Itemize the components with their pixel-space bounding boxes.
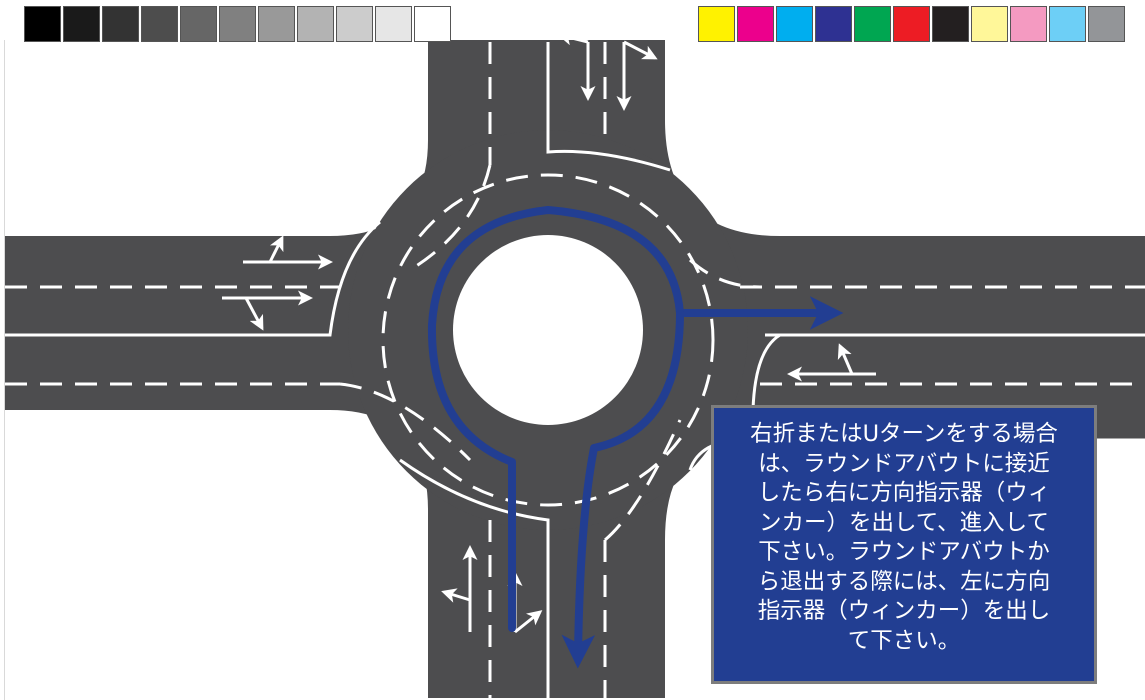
gray-swatch bbox=[414, 6, 451, 42]
info-line: 右折またはUターンをする場合 bbox=[750, 421, 1058, 447]
central-island bbox=[453, 235, 643, 425]
info-line: したら右に方向指示器（ウィ bbox=[757, 480, 1051, 506]
lane-arrow-icon bbox=[557, 30, 596, 101]
lane-dashes bbox=[5, 42, 1145, 698]
color-swatch bbox=[815, 6, 852, 42]
color-swatch-bar bbox=[698, 6, 1127, 42]
gray-swatch bbox=[258, 6, 295, 42]
color-swatch bbox=[854, 6, 891, 42]
color-swatch bbox=[1049, 6, 1086, 42]
color-swatch bbox=[737, 6, 774, 42]
gray-swatch bbox=[24, 6, 61, 42]
info-line: 指示器（ウィンカー）を出し bbox=[757, 598, 1051, 624]
lane-arrow-icon bbox=[243, 235, 333, 270]
info-line: 下さい。ラウンドアバウトか bbox=[758, 539, 1050, 565]
color-swatch bbox=[698, 6, 735, 42]
color-swatch bbox=[971, 6, 1008, 42]
route-arrows bbox=[427, 206, 844, 669]
lane-arrow-icon bbox=[787, 343, 876, 382]
route-arrow-icon bbox=[561, 309, 684, 669]
lane-arrows bbox=[222, 30, 876, 634]
color-swatch bbox=[776, 6, 813, 42]
color-swatch bbox=[893, 6, 930, 42]
color-swatch bbox=[932, 6, 969, 42]
gray-swatch bbox=[336, 6, 373, 42]
info-line: て下さい。 bbox=[847, 627, 961, 654]
gray-swatch bbox=[180, 6, 217, 42]
color-swatch bbox=[1010, 6, 1047, 42]
gray-swatch bbox=[141, 6, 178, 42]
gray-swatch bbox=[219, 6, 256, 42]
gray-swatch bbox=[297, 6, 334, 42]
info-line: ンカー）を出して、進入して bbox=[758, 509, 1050, 536]
canvas-left-edge bbox=[4, 40, 5, 700]
info-box: 右折またはUターンをする場合 は、ラウンドアバウトに接近 したら右に方向指示器（… bbox=[711, 405, 1097, 684]
lane-arrow-icon bbox=[616, 40, 658, 111]
info-line: ら退出する際には、左に方向 bbox=[757, 568, 1051, 595]
grayscale-swatch-bar bbox=[24, 6, 453, 42]
info-line: は、ラウンドアバウトに接近 bbox=[758, 450, 1050, 477]
gray-swatch bbox=[375, 6, 412, 42]
color-swatch bbox=[1088, 6, 1125, 42]
lane-arrow-icon bbox=[222, 290, 313, 331]
lane-arrow-icon bbox=[441, 545, 478, 632]
gray-swatch bbox=[63, 6, 100, 42]
gray-swatch bbox=[102, 6, 139, 42]
route-arrow-icon bbox=[427, 206, 844, 632]
